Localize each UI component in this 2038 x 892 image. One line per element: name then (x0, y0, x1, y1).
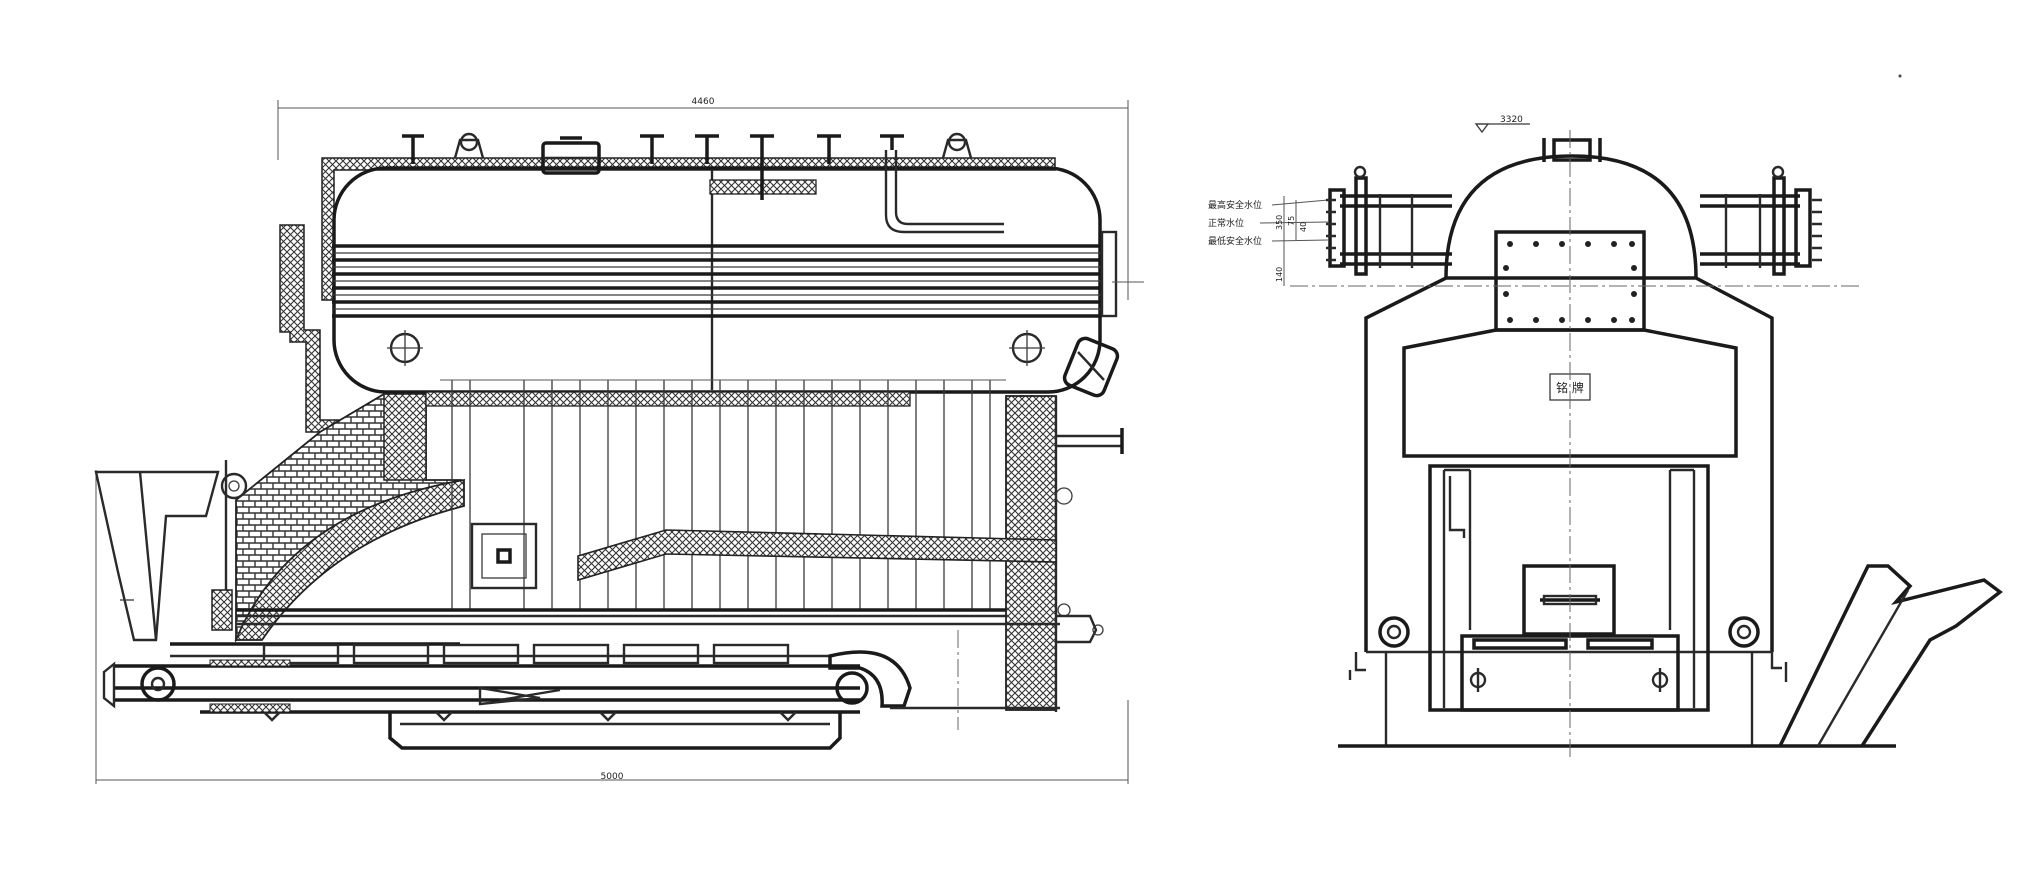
nozzle-icon (817, 134, 841, 164)
nozzle-icon (750, 134, 774, 200)
dimension-top: 4460 (277, 97, 1129, 300)
dim-bottom-label: 5000 (601, 772, 624, 782)
furnace-roof (425, 391, 911, 407)
inspection-door (470, 522, 538, 590)
main-steam-valve (541, 136, 601, 175)
side-view: 4460 5000 (94, 97, 1144, 784)
inclined-conveyor (1778, 564, 2003, 747)
rear-sprocket-icon (835, 671, 869, 705)
water-column-right (1700, 165, 1822, 276)
front-arch (234, 393, 465, 644)
gate-control (211, 460, 248, 631)
nameplate-label: 铭 牌 (1556, 380, 1584, 395)
coal-hopper (94, 470, 220, 642)
front-view: 3320 最高安全水位 正常水位 最低安全水位 350 75 40 140 (1208, 74, 2003, 760)
dim-top-label: 4460 (692, 97, 715, 107)
fire-tube-bundle (332, 244, 1102, 318)
front-smokebox (1100, 230, 1118, 318)
nozzle-icon (880, 134, 904, 150)
nozzle-icon (695, 134, 719, 164)
drum-nozzles (402, 132, 973, 200)
side-fitting-left (1348, 616, 1410, 680)
water-level-low-label: 最低安全水位 (1208, 235, 1262, 247)
nozzle-icon (402, 134, 424, 164)
side-fitting-right (1728, 616, 1788, 682)
water-level-gauge (1062, 336, 1120, 398)
boiler-casing (1364, 276, 1774, 652)
water-level-legend: 最高安全水位 正常水位 最低安全水位 350 75 40 140 (1208, 196, 1329, 286)
elevation-label: 3320 (1500, 115, 1523, 125)
dimension-bottom: 5000 (95, 470, 1129, 784)
rear-arch (577, 529, 1057, 582)
safety-valve-icon (453, 132, 485, 159)
dim-40: 40 (1299, 222, 1308, 232)
drum-dome (1444, 154, 1698, 279)
dim-75: 75 (1287, 216, 1296, 226)
water-wall-tubes (451, 380, 991, 610)
dim-140: 140 (1275, 267, 1284, 282)
furnace-front (1428, 464, 1710, 712)
boiler-drum (332, 150, 1102, 394)
water-level-normal-label: 正常水位 (1208, 217, 1244, 229)
dim-350: 350 (1275, 215, 1284, 230)
elevation-mark: 3320 (1474, 115, 1530, 134)
water-column-left (1326, 165, 1452, 276)
water-level-high-label: 最高安全水位 (1208, 199, 1262, 211)
chain-grate (102, 642, 912, 722)
rear-sprocket-housing (828, 650, 912, 708)
safety-valve-icon (941, 132, 973, 159)
grate-base (388, 712, 842, 750)
nozzle-icon (640, 134, 664, 164)
front-sprocket-icon (140, 666, 176, 702)
